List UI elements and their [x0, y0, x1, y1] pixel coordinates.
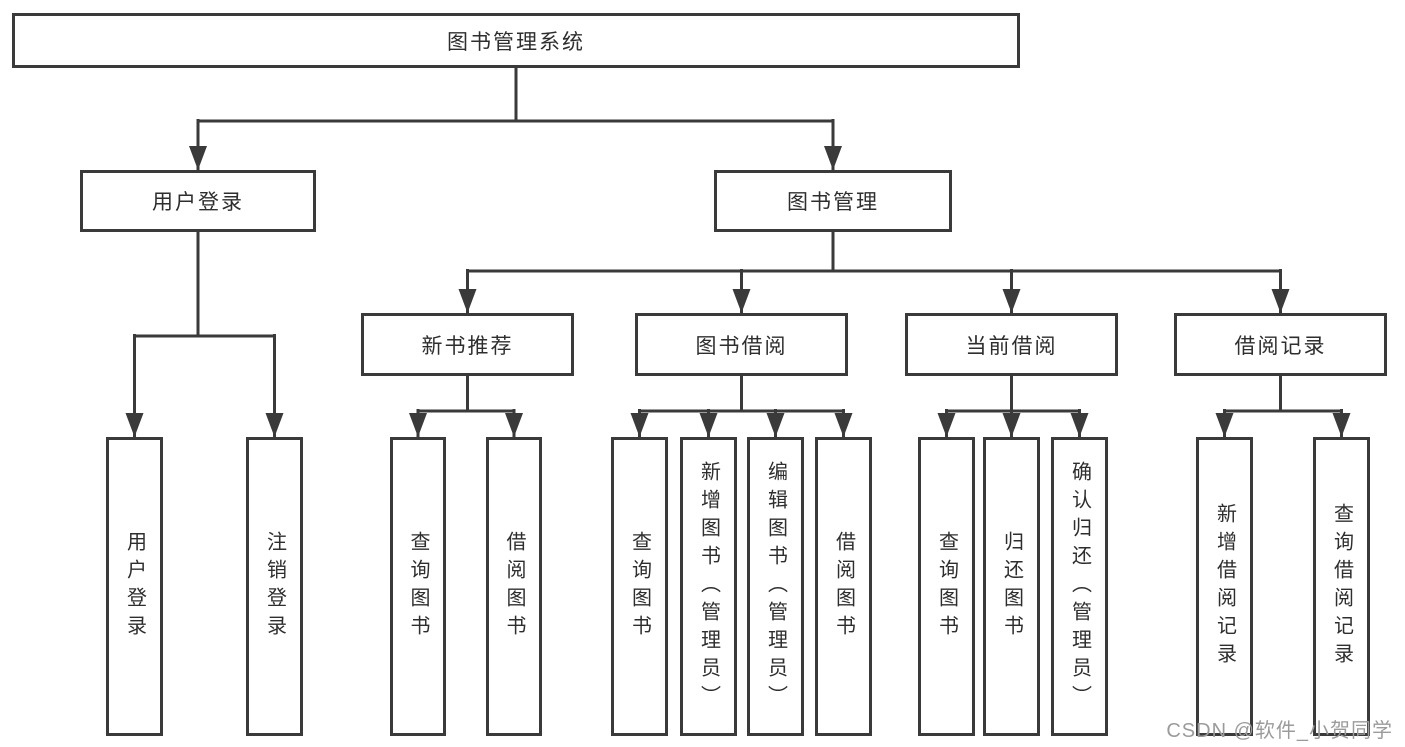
leaf-query-books-current: 查询图书	[918, 437, 975, 736]
leaf-confirm-return-admin: 确认归还（管理员）	[1051, 437, 1108, 736]
leaf-add-books-admin: 新增图书（管理员）	[680, 437, 737, 736]
node-book-borrow: 图书借阅	[635, 313, 848, 376]
node-borrow-records: 借阅记录	[1174, 313, 1387, 376]
node-library-management-system: 图书管理系统	[12, 13, 1020, 68]
node-current-borrow: 当前借阅	[905, 313, 1118, 376]
leaf-borrow-books-recommend: 借阅图书	[486, 437, 542, 736]
leaf-query-books-borrow: 查询图书	[611, 437, 668, 736]
leaf-query-books-recommend: 查询图书	[390, 437, 446, 736]
node-new-book-recommend: 新书推荐	[361, 313, 574, 376]
leaf-borrow-books: 借阅图书	[815, 437, 872, 736]
leaf-edit-books-admin: 编辑图书（管理员）	[747, 437, 804, 736]
leaf-logout: 注销登录	[246, 437, 303, 736]
leaf-return-books: 归还图书	[983, 437, 1040, 736]
csdn-watermark: CSDN @软件_小贺同学	[1166, 720, 1393, 742]
node-user-login: 用户登录	[80, 170, 316, 232]
leaf-add-borrow-record: 新增借阅记录	[1196, 437, 1253, 736]
leaf-user-login: 用户登录	[106, 437, 163, 736]
node-book-management: 图书管理	[714, 170, 952, 232]
leaf-query-borrow-record: 查询借阅记录	[1313, 437, 1370, 736]
